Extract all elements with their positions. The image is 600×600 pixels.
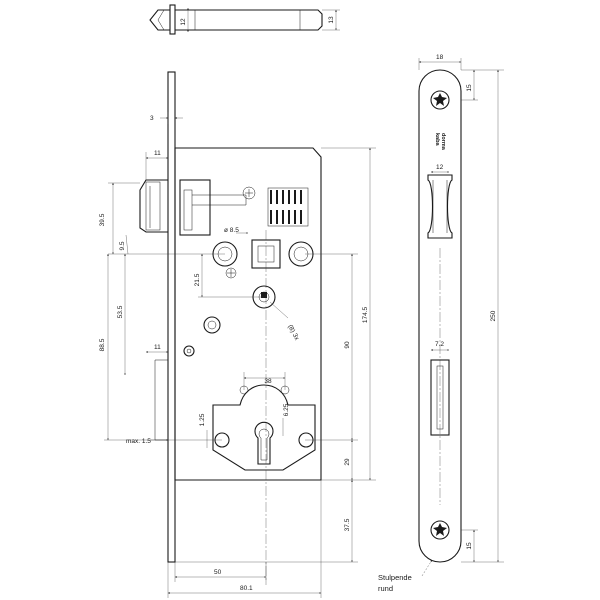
dim-top-13: 13: [328, 16, 335, 24]
dim-53-5: 53.5: [117, 305, 124, 318]
dim-1-25: 1.25: [199, 413, 206, 426]
side-view: dorma kaba 12 7.2 18 15 250: [378, 54, 504, 593]
brand-line-1: dorma: [440, 133, 446, 151]
dim-50: 50: [214, 569, 222, 576]
spring-block: [267, 187, 309, 227]
dim-39-5: 39.5: [99, 213, 106, 226]
dim-12-side: 12: [436, 164, 444, 171]
latch-mechanism: [179, 179, 211, 236]
brand-line-2: kaba: [434, 133, 440, 146]
edge-pin: [183, 345, 195, 357]
bolt-opening: [430, 359, 450, 436]
dim-90: 90: [344, 341, 351, 349]
lock-case: [174, 147, 322, 481]
dim-15-bottom: 15: [466, 542, 473, 550]
dim-dia-8-5: ø 8.5: [224, 227, 239, 234]
dim-174-5: 174.5: [362, 306, 369, 323]
dim-80-1: 80.1: [240, 585, 253, 592]
dim-6-25: 6.25: [283, 403, 290, 416]
dim-9-5: 9.5: [119, 241, 126, 250]
dim-88-5: 88.5: [99, 338, 106, 351]
dim-max-1-5: max. 1.5: [126, 438, 151, 445]
dim-11-mid: 11: [154, 344, 161, 351]
screw-hole-bottom: [430, 520, 450, 540]
top-view: 12 13: [149, 4, 340, 35]
dim-21-5: 21.5: [194, 273, 201, 286]
dim-38: 38: [264, 378, 272, 385]
dim-15-top: 15: [466, 84, 473, 92]
faceplate: [167, 71, 176, 563]
cylinder-housing: [212, 384, 316, 471]
dim-8-3x: (8) 3x: [286, 324, 300, 343]
front-dimensions: 3 11 39.5 9.5 ø 8.5 21.5 53.5 88.5 11: [99, 112, 376, 598]
front-view: [139, 71, 322, 585]
annotation-line-1: Stulpende: [378, 573, 412, 582]
dim-11-top: 11: [154, 150, 161, 157]
dim-250: 250: [490, 310, 497, 321]
screw-hole-top: [430, 90, 450, 110]
dim-18: 18: [436, 54, 444, 61]
dim-3: 3: [150, 115, 154, 122]
latch-bolt: [139, 179, 168, 233]
latch-opening: [427, 174, 453, 239]
dim-37-5: 37.5: [344, 518, 351, 531]
screw-top: [242, 186, 256, 200]
faceplate-side: [418, 69, 462, 563]
dim-7-2: 7.2: [435, 341, 444, 348]
dim-29: 29: [344, 458, 351, 466]
annotation-line-2: rund: [378, 584, 393, 593]
screw-mid: [225, 267, 237, 279]
rivet: [203, 316, 221, 334]
keyhole: [254, 421, 274, 465]
dim-top-12: 12: [180, 18, 187, 26]
